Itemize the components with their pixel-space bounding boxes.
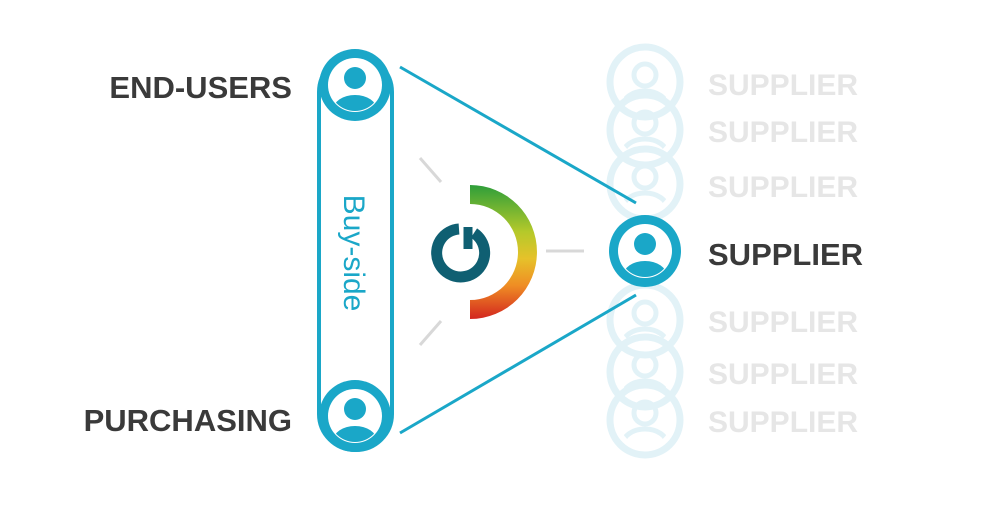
ghost-supplier-label: SUPPLIER xyxy=(708,116,858,149)
ghost-supplier-label: SUPPLIER xyxy=(708,306,858,339)
ghost-supplier-label: SUPPLIER xyxy=(708,69,858,102)
purchasing-user-icon xyxy=(319,380,391,452)
ghost-user-icon xyxy=(606,381,684,459)
purchasing-label: PURCHASING xyxy=(84,403,292,438)
supplier-label: SUPPLIER xyxy=(708,237,863,272)
tick-mark-bottom xyxy=(418,320,443,346)
ghost-supplier-stack xyxy=(606,43,684,459)
ghost-supplier-label: SUPPLIER xyxy=(708,406,858,439)
ghost-supplier-labels: SUPPLIER SUPPLIER SUPPLIER SUPPLIER SUPP… xyxy=(708,69,858,439)
supplier-user-icon xyxy=(609,215,681,287)
buy-side-label: Buy-side xyxy=(337,195,370,312)
ghost-user-icon xyxy=(606,333,684,411)
end-users-user-icon xyxy=(319,49,391,121)
ghost-user-icon xyxy=(606,145,684,223)
ghost-supplier-label: SUPPLIER xyxy=(708,171,858,204)
end-users-label: END-USERS xyxy=(109,70,292,105)
connector-endusers-supplier xyxy=(399,65,637,205)
ghost-user-icon xyxy=(606,91,684,169)
connector-purchasing-supplier xyxy=(399,293,637,435)
power-ring xyxy=(431,223,491,283)
gauge-arc xyxy=(470,185,537,319)
tick-mark-top xyxy=(418,157,443,183)
ghost-user-icon xyxy=(606,43,684,121)
ghost-supplier-label: SUPPLIER xyxy=(708,358,858,391)
power-gauge-icon xyxy=(431,185,537,319)
